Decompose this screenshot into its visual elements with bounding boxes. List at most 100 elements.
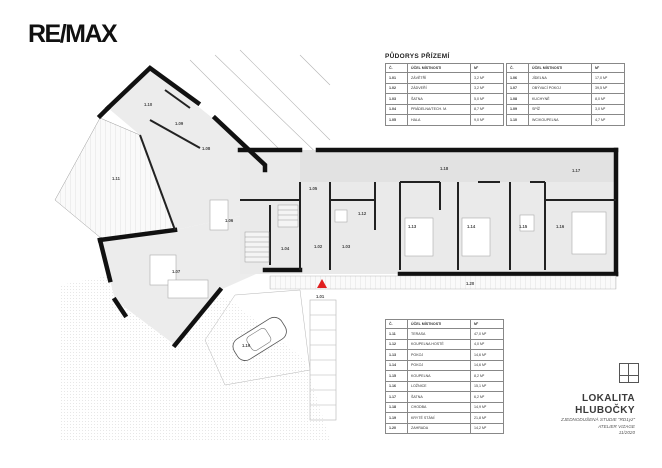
- location-line-1: LOKALITA: [581, 393, 635, 404]
- room-label-1.08: 1.08: [202, 146, 211, 151]
- row-area: 6,2 M²: [470, 391, 504, 403]
- room-label-1.03: 1.03: [342, 244, 351, 249]
- studio-name: ATELIER VIZAGE: [598, 423, 635, 429]
- header-area: M²: [470, 63, 504, 73]
- header-num: Č.: [385, 319, 408, 329]
- room-label-1.16: 1.16: [556, 224, 565, 229]
- location-line-2: HLUBOČKY: [575, 405, 635, 416]
- room-label-1.02: 1.02: [314, 244, 323, 249]
- row-num: 1.13: [385, 349, 408, 361]
- row-area: 3,0 M²: [591, 103, 625, 115]
- row-name: ŠATNA: [407, 391, 471, 403]
- row-area: 14,6 M²: [470, 359, 504, 371]
- row-name: WC/KOUPELNA: [528, 114, 592, 126]
- room-label-1.13: 1.13: [408, 224, 417, 229]
- title-block: LOKALITA HLUBOČKY ZJEDNODUŠENÁ STUDIE "R…: [561, 393, 635, 437]
- row-name: KOUPELNA: [407, 370, 471, 382]
- row-num: 1.08: [506, 93, 529, 105]
- car-icon: [232, 316, 287, 361]
- carport-area: [204, 289, 311, 386]
- header-num: Č.: [385, 63, 408, 73]
- row-name: KOUPELNA HOSTÉ: [407, 338, 471, 350]
- header-area: M²: [470, 319, 504, 329]
- room-label-1.12: 1.12: [358, 211, 367, 216]
- row-area: 14,2 M²: [470, 422, 504, 434]
- row-area: 4,7 M²: [591, 114, 625, 126]
- room-label-1.15: 1.15: [519, 224, 528, 229]
- row-num: 1.04: [385, 103, 408, 115]
- row-area: 3,2 M²: [470, 72, 504, 84]
- header-name: ÚČEL MÍSTNOSTI: [528, 63, 592, 73]
- row-name: KRYTÉ STÁNÍ: [407, 412, 471, 424]
- row-name: PRÁDELNA/TECH. M.: [407, 103, 471, 115]
- outer-walls: [96, 65, 619, 349]
- row-area: 17,0 M²: [591, 72, 625, 84]
- row-area: 14,6 M²: [470, 349, 504, 361]
- room-label-1.10: 1.10: [144, 102, 153, 107]
- header-name: ÚČEL MÍSTNOSTI: [407, 319, 471, 329]
- row-area: 9,0 M²: [470, 114, 504, 126]
- row-name: HALA: [407, 114, 471, 126]
- room-label-1.01: 1.01: [316, 294, 325, 299]
- title-block-symbol: [619, 363, 639, 383]
- row-name: POKOJ: [407, 349, 471, 361]
- row-num: 1.12: [385, 338, 408, 350]
- garden-area: [60, 270, 330, 440]
- row-num: 1.02: [385, 82, 408, 94]
- row-name: OBÝVACÍ POKOJ: [528, 82, 592, 94]
- row-area: 4,0 M²: [470, 338, 504, 350]
- row-name: TERASA: [407, 328, 471, 340]
- room-label-1.18: 1.18: [440, 166, 449, 171]
- room-label-1.09: 1.09: [175, 121, 184, 126]
- corridor-floor: [300, 150, 616, 182]
- room-label-1.17: 1.17: [572, 168, 581, 173]
- study-name: ZJEDNODUŠENÁ STUDIE "RD1yz": [561, 417, 635, 422]
- room-label-1.19: 1.19: [242, 343, 251, 348]
- row-name: POKOJ: [407, 359, 471, 371]
- legend-title: PŮDORYS PŘÍZEMÍ: [385, 53, 450, 60]
- remax-logo: RE/MAX: [28, 20, 118, 48]
- row-num: 1.18: [385, 401, 408, 413]
- row-area: 14,9 M²: [470, 401, 504, 413]
- interior-walls: [139, 89, 616, 270]
- room-label-1.05: 1.05: [309, 186, 318, 191]
- row-name: ŠATNA: [407, 93, 471, 105]
- row-name: LOŽNICE: [407, 380, 471, 392]
- upper-wing-floor: [108, 68, 265, 230]
- row-name: ZÁVĚTŘÍ: [407, 72, 471, 84]
- row-num: 1.07: [506, 82, 529, 94]
- row-num: 1.11: [385, 328, 408, 340]
- row-area: 5,0 M²: [470, 93, 504, 105]
- row-num: 1.01: [385, 72, 408, 84]
- row-num: 1.17: [385, 391, 408, 403]
- row-area: 8,7 M²: [470, 103, 504, 115]
- room-label-1.07: 1.07: [172, 269, 181, 274]
- row-name: CHODBA: [407, 401, 471, 413]
- plan-date: 11/2020: [618, 430, 635, 435]
- row-num: 1.19: [385, 412, 408, 424]
- furniture: [149, 199, 607, 299]
- row-num: 1.15: [385, 370, 408, 382]
- row-area: 8,0 M²: [591, 93, 625, 105]
- row-num: 1.06: [506, 72, 529, 84]
- row-num: 1.05: [385, 114, 408, 126]
